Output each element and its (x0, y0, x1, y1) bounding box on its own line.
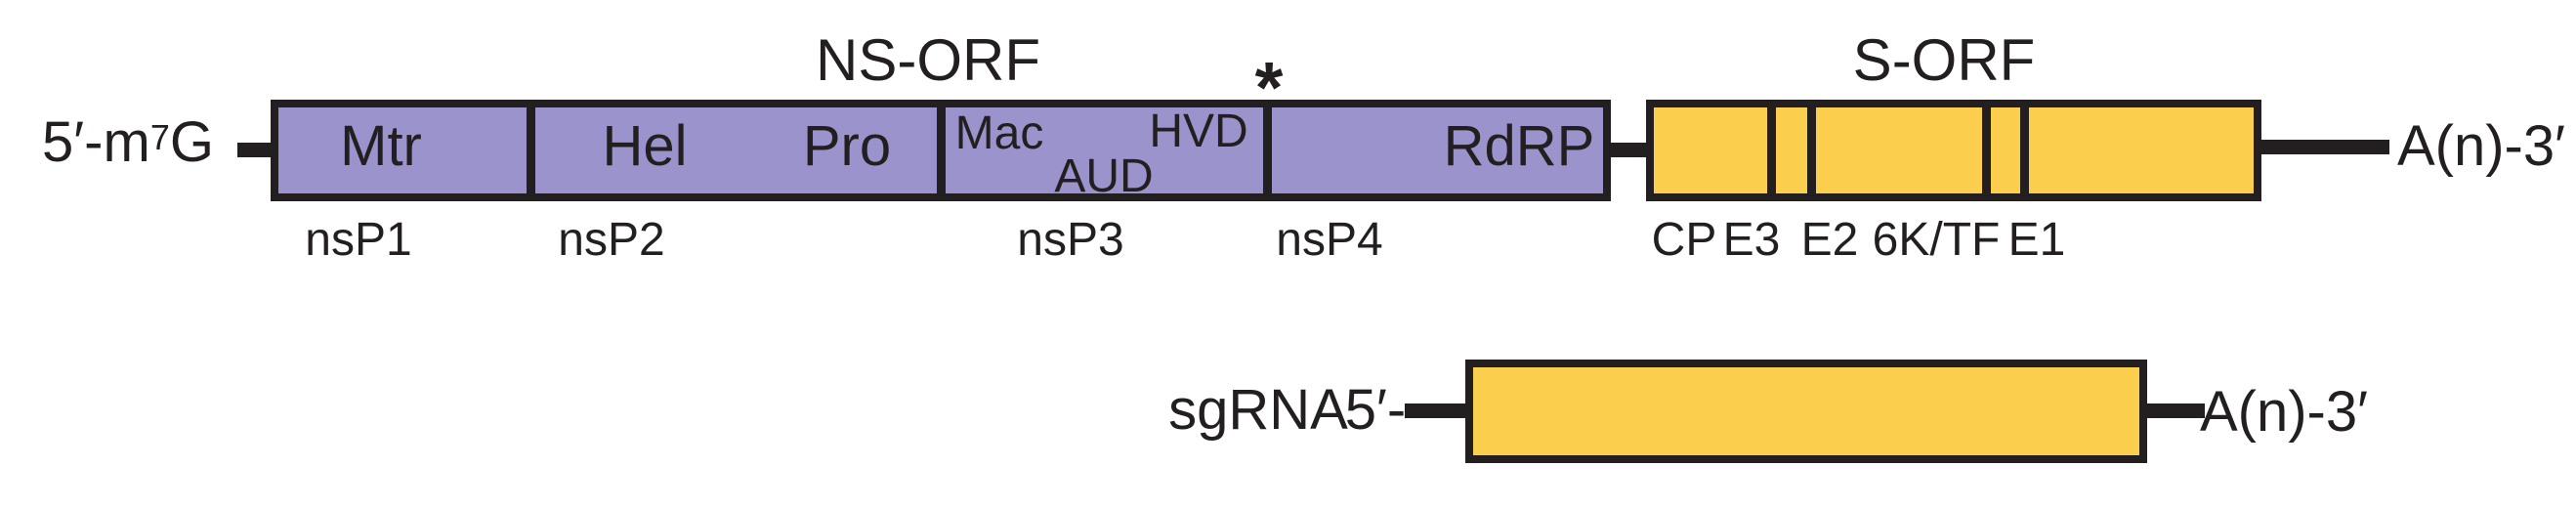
sgrna-line-5prime (1405, 403, 1469, 418)
domain-aud: AUD (1054, 150, 1154, 202)
divider-cp-e3 (1767, 100, 1776, 201)
sgrna-line-3prime (2144, 403, 2205, 418)
divider-e2-6ktf (1982, 100, 1991, 201)
label-6ktf: 6K/TF (1872, 214, 2001, 266)
sgrna-3prime-tail-label: A(n)-3′ (2199, 380, 2369, 444)
sgrna-label: sgRNA (1168, 378, 1348, 442)
sgrna-box (1465, 360, 2147, 463)
label-nsp4: nsP4 (1276, 214, 1383, 266)
rna-line-3prime (2257, 140, 2389, 154)
divider-nsp3-nsp4 (1263, 100, 1272, 201)
domain-pro: Pro (802, 114, 892, 178)
genomic-3prime-tail-label: A(n)-3′ (2396, 114, 2566, 178)
divider-nsp2-nsp3 (937, 100, 946, 201)
domain-hvd: HVD (1149, 106, 1248, 157)
label-e1: E1 (2007, 214, 2066, 266)
label-cp: CP (1651, 214, 1717, 266)
label-nsp2: nsP2 (558, 214, 665, 266)
label-e3: E3 (1722, 214, 1781, 266)
label-nsp1: nsP1 (305, 214, 412, 266)
cap-label-post: G (169, 110, 214, 174)
domain-hel: Hel (602, 114, 688, 178)
ns-orf-title: NS-ORF (816, 27, 1040, 93)
cap-label-pre: 5′-m (42, 110, 150, 174)
domain-mac: Mac (954, 107, 1044, 159)
label-e2: E2 (1800, 214, 1859, 266)
label-nsp3: nsP3 (1017, 214, 1124, 266)
sgrna-5prime-label: 5′- (1344, 378, 1407, 442)
divider-6ktf-e1 (2020, 100, 2029, 201)
divider-nsp1-nsp2 (527, 100, 535, 201)
rna-line-5prime (237, 143, 273, 157)
domain-mtr: Mtr (340, 114, 422, 178)
s-orf-title: S-ORF (1852, 27, 2036, 93)
cap-label-superscript: 7 (149, 116, 170, 157)
divider-e3-e2 (1807, 100, 1816, 201)
s-orf-box (1646, 100, 2261, 201)
rna-line-between-orfs (1608, 143, 1649, 157)
genomic-5prime-cap-label: 5′-m7G (42, 114, 214, 171)
domain-rdrp: RdRP (1443, 114, 1595, 178)
